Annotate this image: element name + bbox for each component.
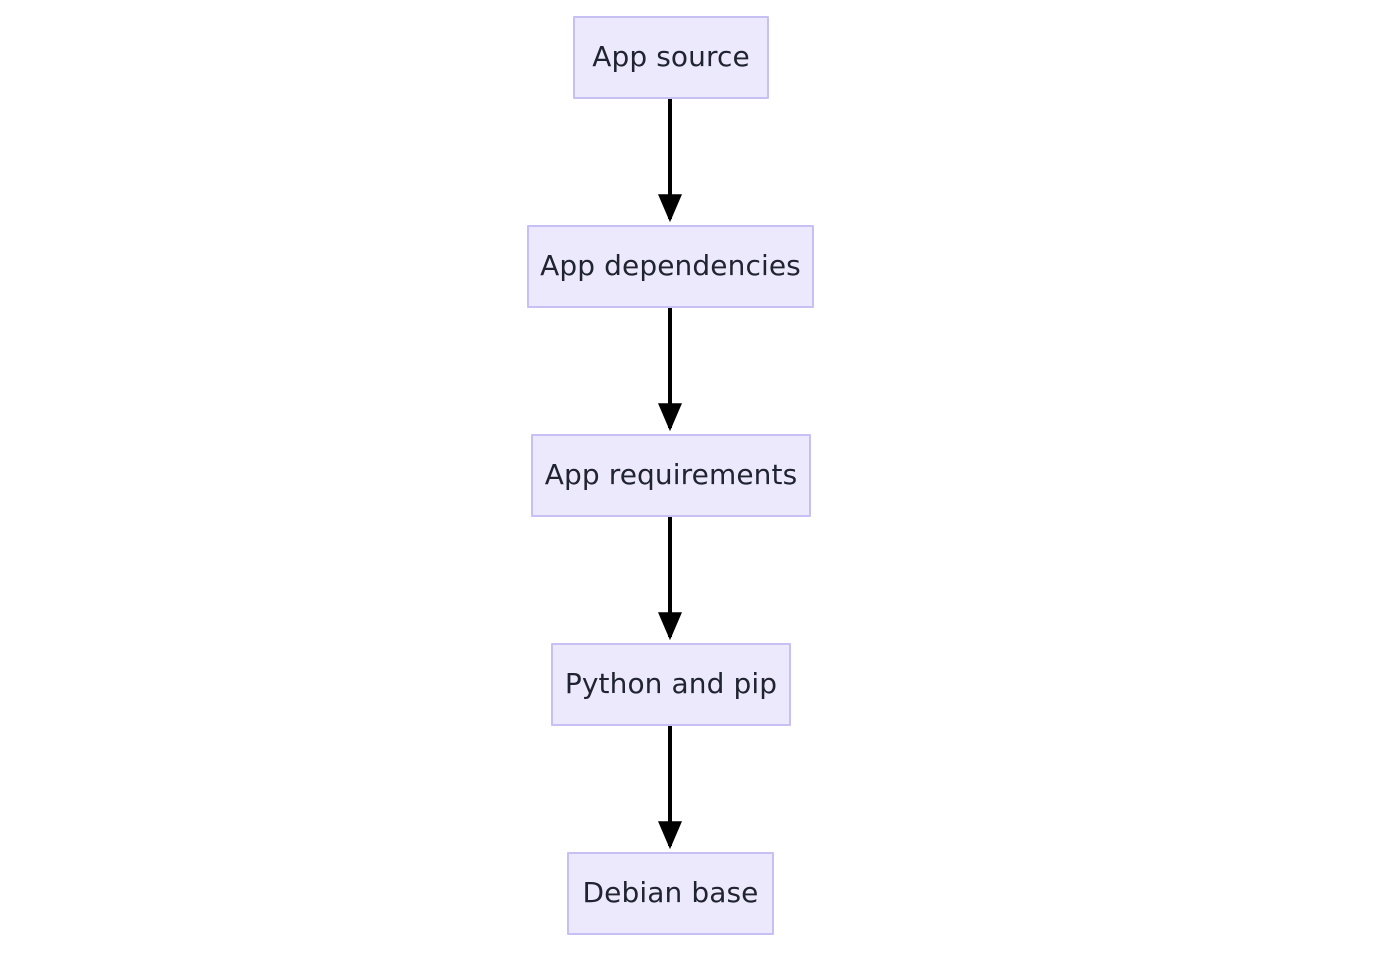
node-label: App dependencies	[540, 248, 801, 282]
node-label: App requirements	[544, 457, 798, 491]
node-label: Debian base	[582, 875, 759, 909]
node-app-dependencies[interactable]: App dependencies	[527, 225, 814, 308]
node-python-and-pip[interactable]: Python and pip	[551, 643, 791, 726]
node-label: App source	[592, 39, 750, 73]
node-app-requirements[interactable]: App requirements	[531, 434, 811, 517]
node-label: Python and pip	[564, 666, 778, 700]
node-debian-base[interactable]: Debian base	[567, 852, 774, 935]
node-app-source[interactable]: App source	[573, 16, 769, 99]
